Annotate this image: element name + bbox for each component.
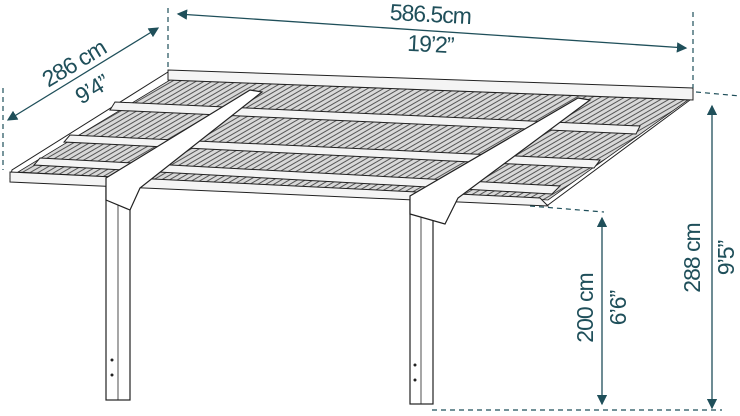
roof: [9, 69, 694, 225]
right-support-beam: [409, 97, 592, 225]
length-ft-label: 19’2”: [407, 30, 455, 58]
right-post: [409, 195, 434, 405]
total-height-cm-label: 288 cm: [679, 223, 705, 292]
dimension-lines: [2, 8, 740, 411]
clearance-ft-label: 6’6”: [605, 290, 631, 325]
left-support-beam: [105, 89, 264, 211]
length-cm-label: 586.5cm: [389, 0, 471, 29]
left-post: [105, 177, 131, 401]
total-height-ft-label: 9’5”: [713, 240, 739, 275]
clearance-cm-label: 200 cm: [572, 273, 598, 342]
